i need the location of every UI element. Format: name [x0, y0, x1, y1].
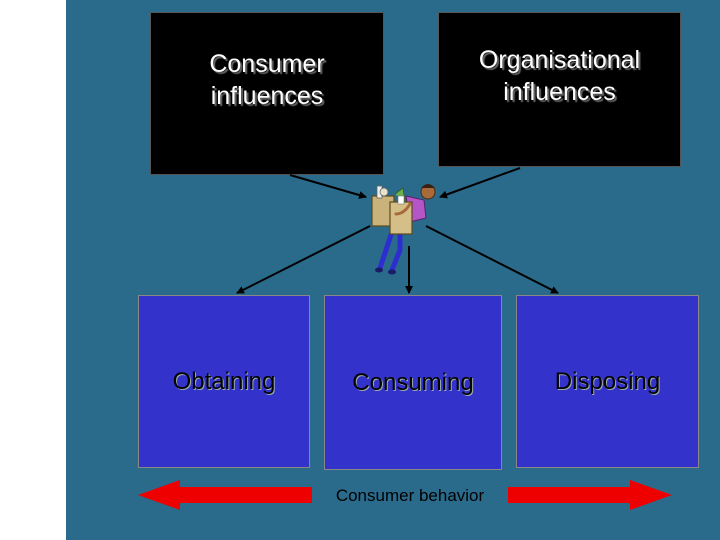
obtaining-label: Obtaining: [172, 367, 276, 395]
organisational-influences-label: Organisational influences: [478, 45, 641, 106]
shopper-to-disposing-arrow: [425, 225, 559, 294]
organisational-to-shopper-arrow: [439, 167, 521, 199]
obtaining-box: Obtaining: [138, 295, 310, 468]
consumer-to-shopper-arrow: [289, 174, 367, 199]
consumer-behavior-label: Consumer behavior: [312, 484, 508, 508]
disposing-label: Disposing: [554, 367, 661, 395]
shopper-carrying-bags-icon: [371, 184, 436, 275]
disposing-box: Disposing: [516, 295, 699, 468]
shopper-to-obtaining-arrow: [236, 225, 371, 294]
consumer-influences-label: Consumer influences: [209, 49, 325, 110]
consuming-label: Consuming: [352, 368, 474, 396]
consumer-influences-box: Consumer influences: [150, 12, 384, 175]
consuming-box: Consuming: [324, 295, 502, 470]
organisational-influences-box: Organisational influences: [438, 12, 681, 167]
